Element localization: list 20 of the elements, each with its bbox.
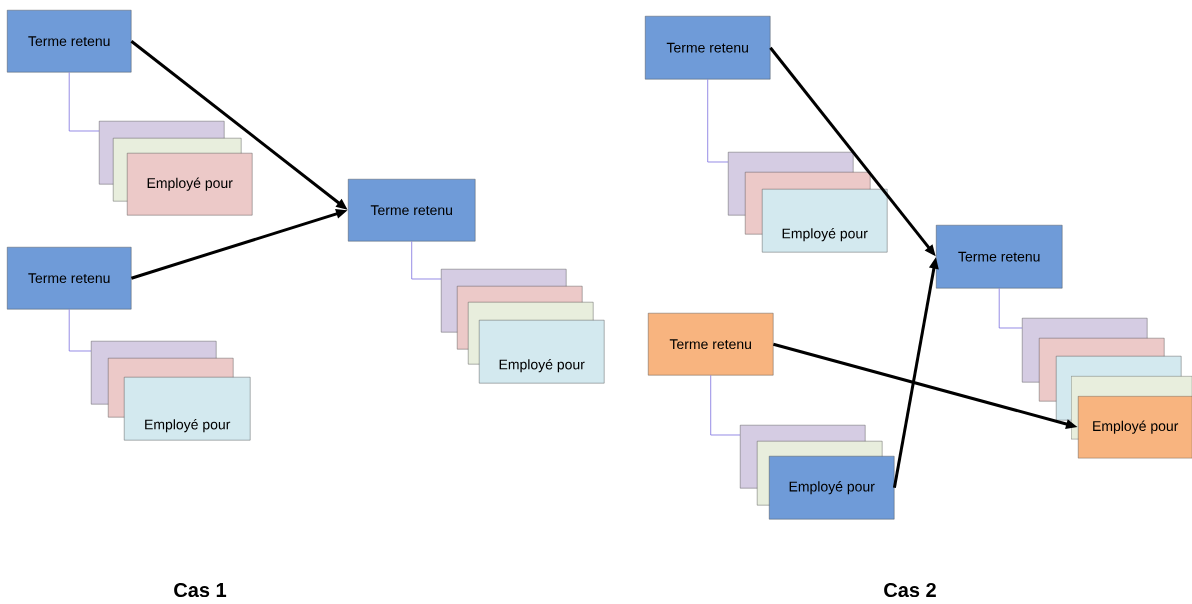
connector-line	[710, 375, 741, 436]
connector-line	[998, 288, 1023, 329]
card: Employé pour	[479, 320, 605, 384]
card: Employé pour	[1078, 396, 1192, 459]
connector-line	[68, 72, 100, 132]
term-box: Terme retenu	[936, 225, 1063, 289]
term-box: Terme retenu	[7, 247, 132, 310]
connector-line	[411, 241, 442, 280]
card: Employé pour	[127, 153, 253, 216]
term-box: Terme retenu	[645, 16, 771, 80]
term-box: Terme retenu	[7, 10, 132, 73]
card: Employé pour	[124, 377, 251, 441]
case-label: Cas 1	[174, 582, 227, 598]
case-label: Cas 2	[884, 582, 936, 598]
card: Employé pour	[762, 189, 888, 253]
card: Employé pour	[769, 456, 895, 520]
connector-line	[707, 79, 729, 163]
connector-line	[68, 309, 92, 352]
term-box: Terme retenu	[648, 313, 774, 376]
term-box: Terme retenu	[348, 179, 476, 242]
